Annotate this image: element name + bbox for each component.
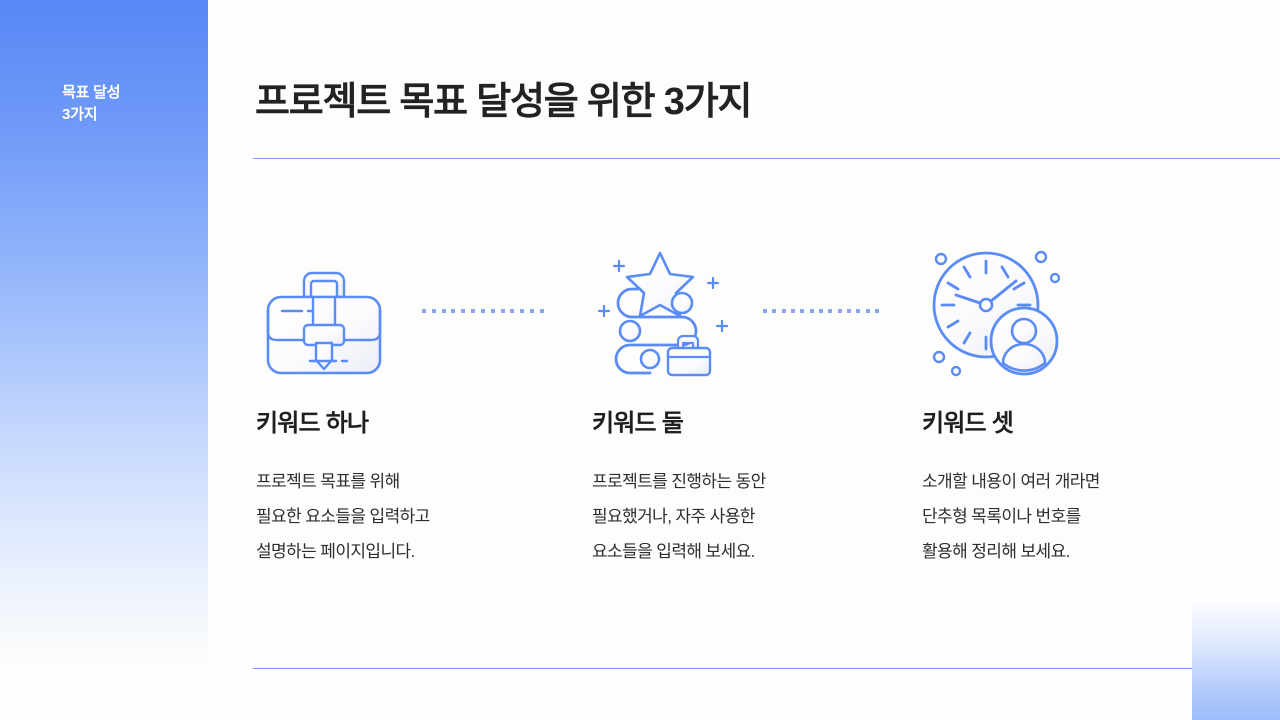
page-title: 프로젝트 목표 달성을 위한 3가지 [255, 81, 752, 123]
connector-dot [865, 309, 870, 313]
connector-dot [837, 309, 842, 313]
column-heading-3: 키워드 셋 [922, 410, 1014, 437]
connector-dot [818, 309, 823, 313]
connector-dot [500, 309, 505, 313]
connector-dot [422, 309, 426, 313]
connector-dot [781, 309, 786, 313]
connector-dot [461, 309, 466, 313]
connector-dot [772, 309, 777, 313]
connector-dot [431, 309, 436, 313]
divider-top [253, 158, 1280, 159]
connector-dot [828, 309, 833, 313]
connector-dot [520, 309, 525, 313]
connector-dot [451, 309, 456, 313]
connector-dot [800, 309, 805, 313]
connector-dot [530, 309, 535, 313]
connector-dot [510, 309, 515, 313]
connector-dot [763, 309, 767, 313]
column-body-3: 소개할 내용이 여러 개라면 단추형 목록이나 번호를 활용해 정리해 보세요. [922, 472, 1100, 561]
column-heading-1: 키워드 하나 [256, 410, 369, 437]
connector-dot [480, 309, 485, 313]
content-column-3: 키워드 셋 소개할 내용이 여러 개라면 단추형 목록이나 번호를 활용해 정리… [922, 240, 1192, 569]
connector-dots-2 [763, 309, 879, 314]
column-heading-2: 키워드 둘 [592, 410, 684, 437]
connector-dot [809, 309, 814, 313]
content-column-1: 키워드 하나 프로젝트 목표를 위해 필요한 요소들을 입력하고 설명하는 페이… [256, 240, 526, 569]
connector-dot [790, 309, 795, 313]
connector-dot [874, 309, 879, 313]
briefcase-icon [256, 240, 526, 385]
connector-dot [539, 309, 544, 313]
journey-star-path-icon [592, 240, 862, 385]
content-column-2: 키워드 둘 프로젝트를 진행하는 동안 필요했거나, 자주 사용한 요소들을 입… [592, 240, 862, 569]
sidebar-gradient-panel: 목표 달성 3가지 [0, 0, 208, 720]
divider-bottom [253, 668, 1280, 669]
connector-dot [490, 309, 495, 313]
connector-dot [471, 309, 476, 313]
connector-dot [441, 309, 446, 313]
sidebar-title-label: 목표 달성 3가지 [62, 84, 121, 123]
connector-dot [856, 309, 861, 313]
column-body-1: 프로젝트 목표를 위해 필요한 요소들을 입력하고 설명하는 페이지입니다. [256, 472, 430, 561]
connector-dot [846, 309, 851, 313]
bottom-right-gradient-block [1192, 596, 1280, 720]
column-body-2: 프로젝트를 진행하는 동안 필요했거나, 자주 사용한 요소들을 입력해 보세요… [592, 472, 766, 561]
clock-person-icon [922, 240, 1192, 385]
connector-dots-1 [422, 309, 544, 314]
